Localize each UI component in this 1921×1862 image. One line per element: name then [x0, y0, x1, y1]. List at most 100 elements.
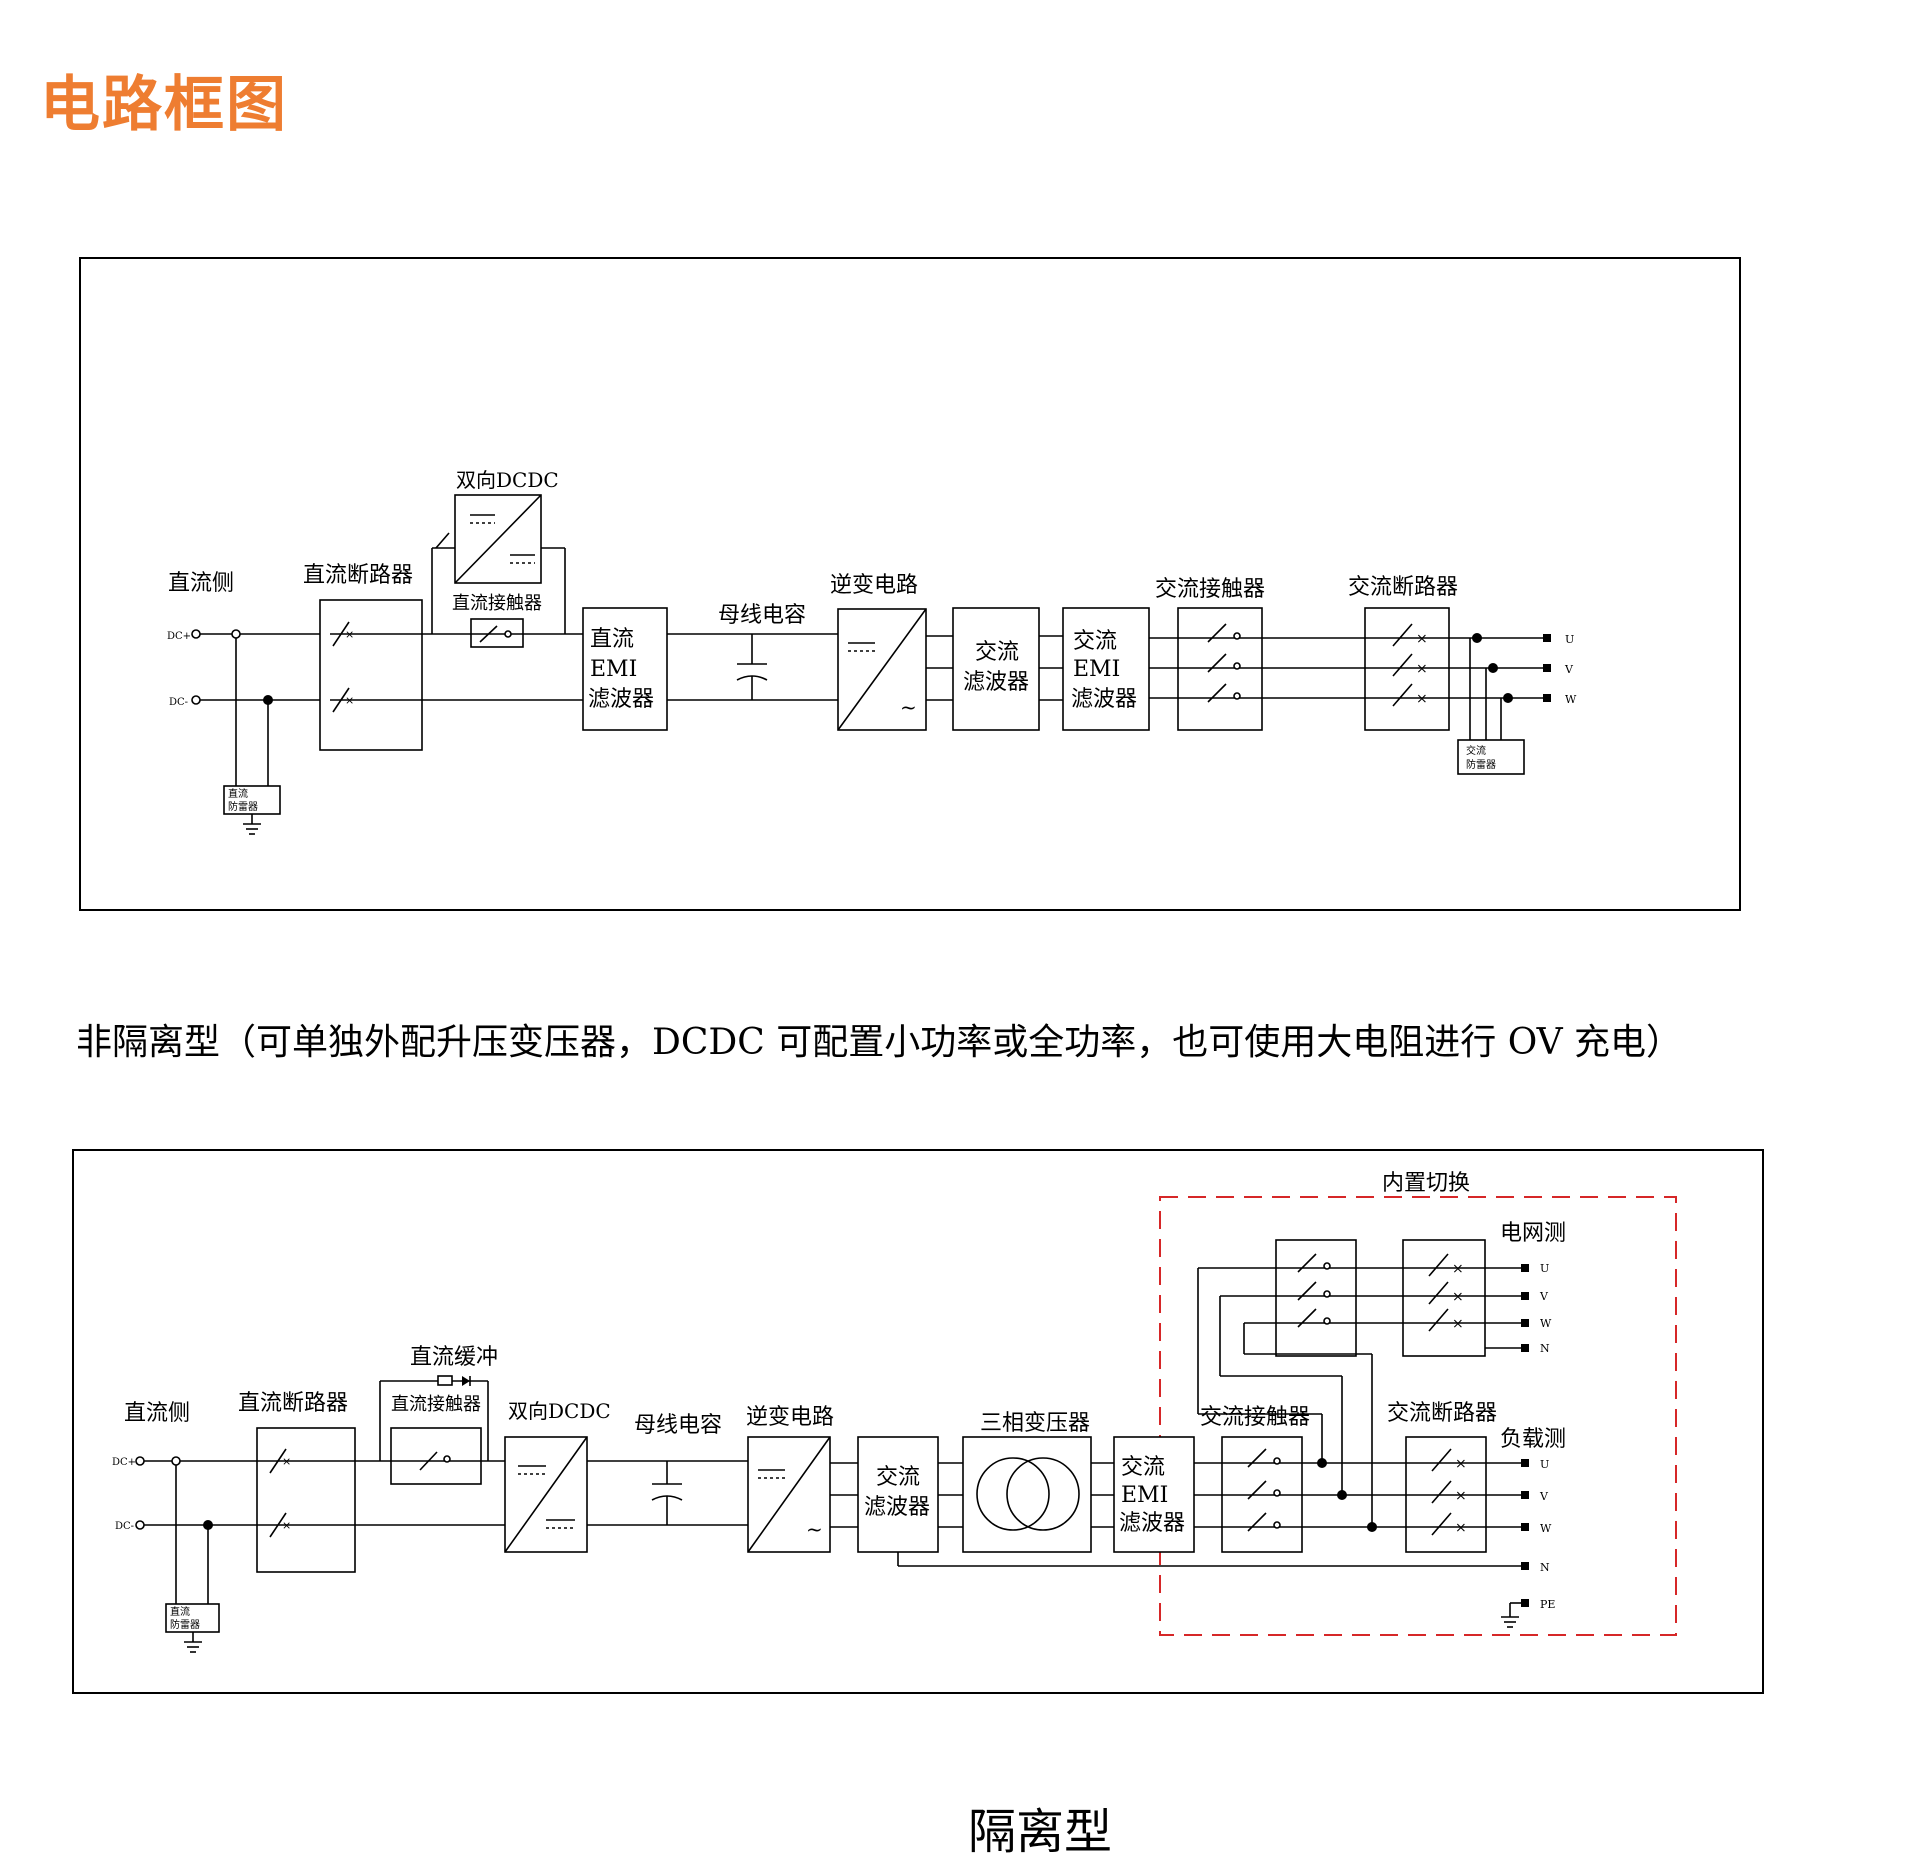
svg-text:W: W	[1540, 1522, 1552, 1535]
svg-text:N: N	[1540, 1561, 1550, 1574]
svg-text:滤波器: 滤波器	[1071, 687, 1137, 712]
transformer-box	[962, 1436, 1092, 1553]
diagram-frame	[72, 1149, 1764, 1694]
svg-text:防雷器: 防雷器	[1466, 758, 1496, 771]
ac-breaker-label: 交流断路器	[1348, 575, 1458, 600]
dc-surge-protector	[165, 1603, 220, 1633]
svg-text:×: ×	[1452, 1316, 1464, 1332]
svg-text:直流: 直流	[228, 787, 248, 800]
ac-filter-box	[857, 1436, 939, 1553]
dc-breaker-label: 直流断路器	[238, 1391, 348, 1416]
svg-text:EMI: EMI	[590, 657, 637, 682]
terminal-w	[1543, 694, 1551, 702]
svg-text:直流: 直流	[590, 627, 634, 652]
dc-side-label: 直流侧	[168, 571, 234, 596]
svg-text:U: U	[1540, 1262, 1549, 1275]
dc-contactor-box	[470, 618, 524, 648]
svg-text:~: ~	[806, 1517, 823, 1541]
dc-breaker-box	[319, 599, 423, 751]
svg-text:×: ×	[1455, 1520, 1467, 1536]
diagram-frame	[79, 257, 1741, 911]
dc-contactor-label: 直流接触器	[452, 593, 542, 614]
contactor-switches	[1178, 623, 1262, 703]
bus-capacitor-label: 母线电容	[634, 1413, 722, 1438]
svg-text:W: W	[1540, 1317, 1552, 1330]
bus-capacitor-label: 母线电容	[718, 603, 806, 628]
svg-text:交流: 交流	[876, 1465, 920, 1490]
svg-text:EMI: EMI	[1073, 657, 1120, 682]
svg-text:U: U	[1540, 1458, 1549, 1471]
dc-plus-terminal	[191, 629, 201, 639]
dc-side-label: 直流侧	[124, 1401, 190, 1426]
svg-text:×: ×	[345, 694, 354, 707]
dc-buffer-label: 直流缓冲	[410, 1345, 498, 1370]
svg-text:滤波器: 滤波器	[1119, 1511, 1185, 1536]
svg-text:V: V	[1539, 1290, 1549, 1303]
svg-text:防雷器: 防雷器	[170, 1618, 200, 1631]
svg-text:DC-: DC-	[115, 1521, 134, 1532]
svg-text:V: V	[1564, 663, 1574, 676]
buffer-diode	[462, 1376, 470, 1386]
svg-text:滤波器: 滤波器	[588, 687, 654, 712]
svg-text:滤波器: 滤波器	[963, 670, 1029, 695]
svg-text:N: N	[1540, 1342, 1550, 1355]
inverter-label: 逆变电路	[830, 573, 918, 598]
svg-text:×: ×	[1416, 691, 1428, 707]
grid-breaker-box	[1402, 1239, 1486, 1357]
dc-breaker-label: 直流断路器	[303, 563, 413, 588]
bidir-dcdc-label: 双向DCDC	[508, 1399, 611, 1423]
ac-contactor-label: 交流接触器	[1155, 577, 1265, 602]
internal-switch-label: 内置切换	[1382, 1171, 1470, 1196]
svg-text:PE: PE	[1540, 1598, 1555, 1611]
svg-text:滤波器: 滤波器	[864, 1495, 930, 1520]
svg-text:~: ~	[900, 695, 917, 719]
svg-text:防雷器: 防雷器	[228, 800, 258, 813]
svg-text:交流: 交流	[1073, 629, 1117, 654]
inverter-label: 逆变电路	[746, 1405, 834, 1430]
terminal-u	[1543, 634, 1551, 642]
isolated-block-diagram: 内置切换 直流侧 DC+ DC- 直流 防雷器 直流断路器 × × 直流缓冲 直…	[72, 1149, 1764, 1694]
svg-text:交流: 交流	[1121, 1455, 1165, 1480]
svg-text:×: ×	[1455, 1456, 1467, 1472]
dc-breaker-box	[256, 1427, 356, 1573]
svg-text:V: V	[1539, 1490, 1549, 1503]
grid-contactor-box	[1275, 1239, 1357, 1357]
ac-breaker-box	[1364, 607, 1450, 731]
dc-emi-filter-box	[582, 607, 668, 731]
transformer-label: 三相变压器	[980, 1411, 1090, 1436]
svg-text:U: U	[1565, 633, 1574, 646]
svg-text:直流: 直流	[170, 1605, 190, 1618]
svg-text:×: ×	[1455, 1488, 1467, 1504]
transformer-icon	[976, 1457, 1050, 1531]
page-title: 电路框图	[40, 70, 288, 140]
svg-text:W: W	[1565, 693, 1577, 706]
internal-switch-region	[1159, 1196, 1677, 1636]
isolated-caption: 隔离型	[967, 1804, 1112, 1860]
ac-emi-filter-box	[1062, 607, 1150, 731]
svg-text:×: ×	[345, 628, 354, 641]
buffer-resistor	[437, 1375, 453, 1386]
grid-side-label: 电网测	[1500, 1221, 1566, 1246]
ac-contactor-label: 交流接触器	[1200, 1405, 1310, 1430]
svg-text:×: ×	[1416, 631, 1428, 647]
ac-breaker-label: 交流断路器	[1387, 1401, 1497, 1426]
breaker-switch	[332, 621, 350, 647]
dc-minus-terminal	[191, 695, 201, 705]
svg-text:×: ×	[1452, 1289, 1464, 1305]
svg-text:EMI: EMI	[1121, 1483, 1168, 1508]
ac-surge-protector	[1457, 739, 1525, 775]
dc-surge-protector	[223, 785, 281, 815]
dc-plus-label: DC+	[167, 631, 191, 642]
svg-text:交流: 交流	[975, 640, 1019, 665]
dc-contactor-box	[390, 1427, 482, 1485]
load-side-label: 负载测	[1500, 1427, 1566, 1452]
svg-text:交流: 交流	[1466, 744, 1486, 757]
svg-text:DC+: DC+	[112, 1457, 136, 1468]
ac-contactor-box	[1177, 607, 1263, 731]
dc-contactor-label: 直流接触器	[391, 1394, 481, 1415]
non-isolated-caption: 非隔离型（可单独外配升压变压器，DCDC 可配置小功率或全功率，也可使用大电阻进…	[76, 1022, 1683, 1063]
breaker-switch	[332, 687, 350, 713]
svg-text:×: ×	[282, 1519, 291, 1532]
non-isolated-block-diagram: 直流侧 DC+ DC- 直流 防雷器 直流断路器 × × 双向DCDC 直流接触…	[79, 257, 1741, 911]
svg-text:×: ×	[1452, 1261, 1464, 1277]
